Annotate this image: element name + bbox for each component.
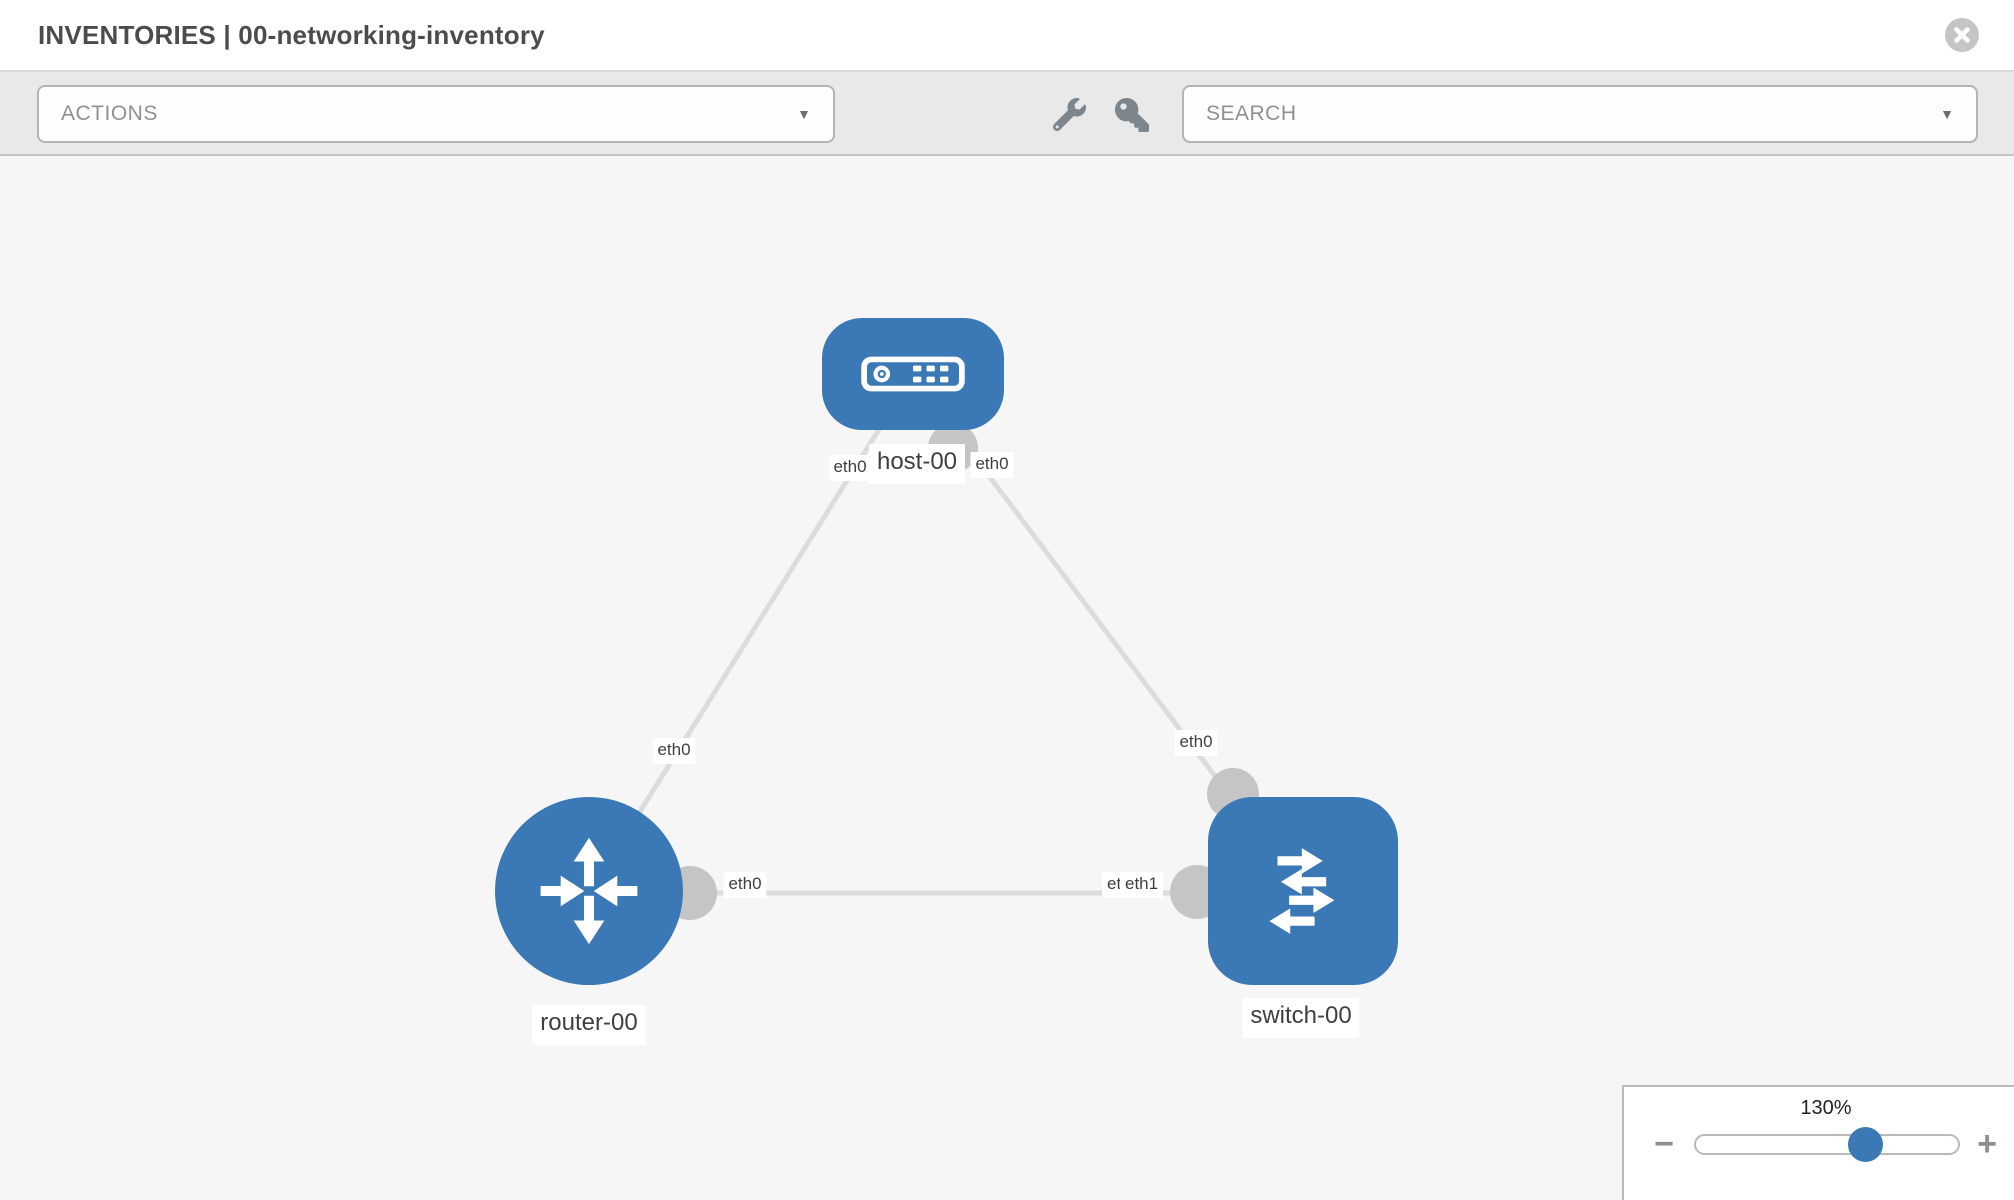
zoom-level-value: 130% <box>1800 1097 1852 1119</box>
zoom-slider-track[interactable] <box>1694 1134 1960 1155</box>
page-title: INVENTORIES | 00-networking-inventory <box>38 20 545 50</box>
interface-label: eth0 <box>970 452 1014 478</box>
interface-label: eth0 <box>723 872 767 898</box>
interface-label: eth0 <box>652 738 696 764</box>
tools-button[interactable] <box>1052 97 1089 134</box>
node-router-00[interactable] <box>495 797 683 985</box>
close-button[interactable] <box>1945 18 1979 52</box>
router-icon <box>540 837 638 945</box>
topology-canvas[interactable]: host-00 router-00 switch-00 eth0 eth0 et… <box>0 158 2014 1200</box>
zoom-out-button[interactable]: − <box>1654 1125 1674 1163</box>
node-host-00[interactable] <box>822 318 1004 430</box>
node-switch-00[interactable] <box>1208 797 1398 985</box>
zoom-slider-thumb[interactable] <box>1848 1127 1883 1162</box>
interface-label: eth1 <box>1120 872 1164 898</box>
links-layer <box>586 373 1305 920</box>
chevron-down-icon: ▼ <box>1940 106 1954 122</box>
interface-label: eth0 <box>1174 730 1218 756</box>
actions-dropdown[interactable]: ACTIONS ▼ <box>37 85 835 143</box>
node-label-switch: switch-00 <box>1242 998 1360 1038</box>
close-icon <box>1954 27 1970 43</box>
host-icon <box>861 356 965 392</box>
chevron-down-icon: ▼ <box>797 106 811 122</box>
header-bar: INVENTORIES | 00-networking-inventory <box>0 0 2014 72</box>
node-label-host: host-00 <box>868 444 966 484</box>
toolbar: ACTIONS ▼ SEARCH ▼ <box>0 72 2014 156</box>
key-icon <box>1115 98 1149 132</box>
search-dropdown-label: SEARCH <box>1206 102 1297 125</box>
interface-label: eth0 <box>828 455 872 481</box>
credentials-button[interactable] <box>1115 98 1151 134</box>
search-dropdown[interactable]: SEARCH ▼ <box>1182 85 1978 143</box>
actions-dropdown-label: ACTIONS <box>61 102 158 125</box>
zoom-control-panel: 130% − + <box>1622 1085 2014 1200</box>
zoom-in-button[interactable]: + <box>1977 1125 1997 1163</box>
wrench-icon <box>1052 97 1086 132</box>
switch-icon <box>1269 848 1335 934</box>
node-label-router: router-00 <box>532 1005 646 1045</box>
